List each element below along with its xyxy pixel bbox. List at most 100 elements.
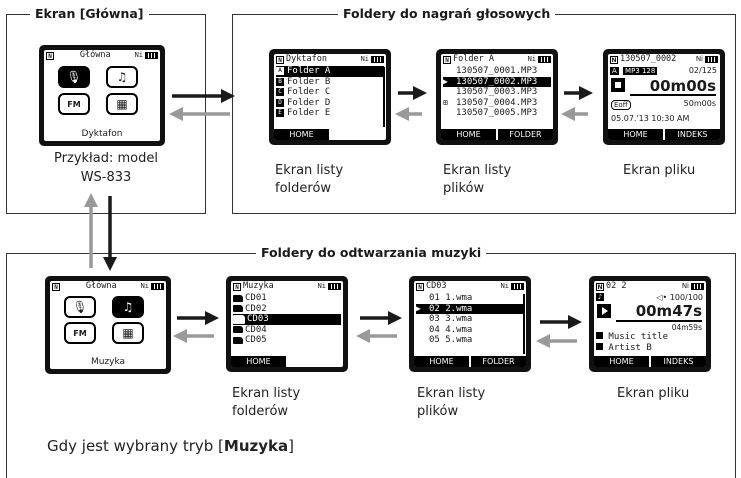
- calendar-icon[interactable]: ▦: [112, 322, 144, 344]
- softkey-button[interactable]: HOME: [414, 356, 469, 367]
- folder-letter-badge: D: [276, 98, 284, 107]
- n-badge: N: [276, 55, 284, 64]
- progress-bar: [630, 94, 716, 96]
- softkey-button[interactable]: HOME: [594, 356, 649, 367]
- softkey-button[interactable]: FOLDER: [498, 129, 553, 140]
- ni-indicator: Ni: [134, 51, 143, 59]
- softkey-button[interactable]: HOME: [231, 356, 286, 367]
- scrollbar[interactable]: [523, 294, 525, 354]
- list-item[interactable]: 01 1.wma: [416, 293, 524, 304]
- list-item-label: 02 2.wma: [429, 303, 473, 314]
- play-icon: [597, 304, 611, 318]
- music-note-icon: ♪: [596, 293, 604, 301]
- mode-indicator: Eoff: [611, 100, 631, 110]
- list-item-label: CD05: [245, 335, 267, 345]
- folder-icon: [233, 294, 243, 302]
- list-item-label: 130507_0002.MP3: [456, 76, 538, 87]
- microphone-icon[interactable]: 🎙: [64, 296, 96, 318]
- ni-indicator: Ni: [500, 282, 509, 290]
- list-item[interactable]: 130507_0001.MP3: [443, 66, 551, 77]
- softkey-button[interactable]: HOME: [441, 129, 496, 140]
- n-badge: N: [46, 51, 54, 60]
- folder-icon: [233, 305, 243, 313]
- ni-indicator: Ni: [681, 282, 689, 290]
- folder-badge: A: [610, 67, 619, 75]
- list-item[interactable]: ▶ 130507_0002.MP3: [443, 76, 551, 87]
- softkey-button[interactable]: INDEKS: [665, 129, 720, 140]
- file-counter: 02/125: [688, 66, 717, 75]
- list-item-label: 130507_0004.MP3: [456, 97, 538, 108]
- list-item[interactable]: ⊞ 130507_0004.MP3: [443, 98, 551, 109]
- track-title: Music title: [608, 332, 669, 342]
- list-item[interactable]: 130507_0003.MP3: [443, 87, 551, 98]
- music-note-icon[interactable]: ♫: [112, 296, 144, 318]
- softkey-button[interactable]: HOME: [274, 129, 329, 140]
- list-item[interactable]: CD03: [233, 314, 341, 325]
- battery-icon: [151, 283, 164, 290]
- battery-icon: [511, 283, 524, 290]
- list-item[interactable]: 04 4.wma: [416, 325, 524, 336]
- softkey-button[interactable]: INDEKS: [651, 356, 706, 367]
- list-item[interactable]: ▶02 2.wma: [416, 303, 524, 314]
- list-item-label: CD03: [247, 314, 269, 324]
- list-item[interactable]: CD01: [233, 293, 341, 304]
- mode-note: Gdy jest wybrany tryb [Muzyka]: [47, 437, 294, 455]
- list-item-label: Folder B: [287, 76, 331, 87]
- microphone-icon[interactable]: 🎙: [58, 66, 90, 88]
- example-model: WS-833: [80, 170, 132, 185]
- selected-mode-label: Muzyka: [90, 357, 126, 367]
- list-item-label: CD02: [245, 303, 267, 314]
- title-icon: [596, 332, 603, 339]
- ni-indicator: Ni: [527, 55, 536, 63]
- softkey-button[interactable]: [288, 356, 343, 367]
- example-caption: Przykład: model: [54, 151, 158, 166]
- battery-icon: [691, 283, 704, 290]
- list-item-label: 130507_0001.MP3: [456, 66, 538, 76]
- home-title: Główna: [79, 50, 111, 60]
- track-length: 04m59s: [671, 323, 702, 332]
- row-mark-icon: ⊞: [443, 97, 448, 107]
- fm-radio-icon[interactable]: FM: [64, 322, 96, 344]
- n-badge: N: [233, 282, 241, 291]
- voice-file-list-screen: N Folder A Ni 130507_0001.MP3▶130507_000…: [436, 49, 558, 145]
- softkey-button[interactable]: HOME: [608, 129, 663, 140]
- list-item[interactable]: CD05: [233, 335, 341, 346]
- ni-indicator: Ni: [695, 55, 703, 63]
- n-badge: N: [596, 282, 604, 291]
- music-folders-frame-title: Foldery do odtwarzania muzyki: [256, 245, 487, 261]
- folder-letter-badge: B: [276, 77, 284, 86]
- battery-icon: [328, 283, 341, 290]
- fm-radio-icon[interactable]: FM: [58, 93, 90, 115]
- voice-home-screen: N Główna Ni 🎙 ♫ FM ▦ Dyktafon: [39, 45, 165, 146]
- list-item-label: 05 5.wma: [429, 335, 473, 345]
- stop-icon: [611, 78, 625, 92]
- list-item[interactable]: 130507_0005.MP3: [443, 108, 551, 119]
- folder-letter-badge: A: [276, 67, 284, 76]
- folder-icon: [233, 326, 243, 334]
- list-item[interactable]: CD02: [233, 304, 341, 315]
- softkey-button[interactable]: FOLDER: [471, 356, 526, 367]
- music-note-icon[interactable]: ♫: [106, 66, 138, 88]
- list-item-label: Folder D: [287, 97, 331, 108]
- volume-level: 100/100: [669, 293, 703, 302]
- softkey-button[interactable]: [331, 129, 386, 140]
- list-item-label: 130507_0005.MP3: [456, 108, 538, 118]
- row-mark-icon: ▶: [443, 76, 448, 86]
- list-item-label: 03 3.wma: [429, 314, 473, 324]
- list-item[interactable]: 03 3.wma: [416, 314, 524, 325]
- voice-file-screen: N 130507_0002 Ni A MP3 128 02/125 00m00s…: [603, 49, 725, 145]
- battery-icon: [705, 56, 718, 63]
- file-title: 130507_0002: [620, 54, 677, 64]
- list-item[interactable]: CD04: [233, 325, 341, 336]
- folder-icon: [233, 314, 245, 324]
- scrollbar[interactable]: [383, 67, 385, 127]
- calendar-icon[interactable]: ▦: [106, 93, 138, 115]
- list-item[interactable]: 05 5.wma: [416, 335, 524, 346]
